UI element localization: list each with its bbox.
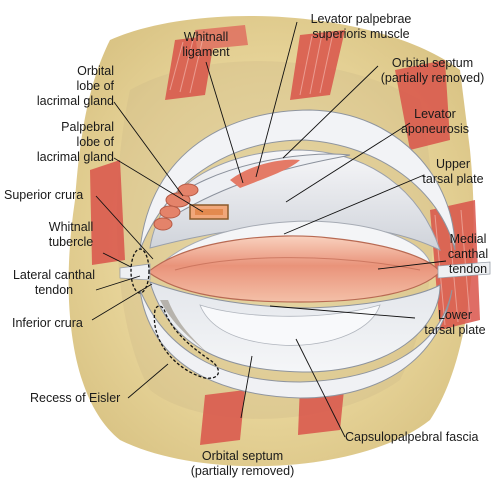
label-orbital-lobe-line1: Orbital bbox=[77, 64, 114, 78]
label-orbital-lobe-line2: lobe of bbox=[76, 79, 114, 93]
label-orbital-septum-lower: Orbital septum (partially removed) bbox=[175, 449, 310, 479]
label-levator-aponeurosis-line1: Levator bbox=[414, 107, 456, 121]
medial-canthal-tendon-shape bbox=[437, 261, 491, 279]
label-upper-tarsal-plate-line2: tarsal plate bbox=[422, 172, 484, 186]
levator-muscle-belly bbox=[230, 159, 300, 188]
label-superior-crura: Superior crura bbox=[4, 188, 83, 203]
label-whitnall-tubercle: Whitnall tubercle bbox=[36, 220, 106, 250]
label-lateral-canthal-tendon: Lateral canthal tendon bbox=[4, 268, 104, 298]
leader-lines bbox=[91, 21, 447, 438]
label-palpebral-lobe-lacrimal-gland: Palpebral lobe of lacrimal gland bbox=[10, 120, 114, 165]
label-medial-canthal-line2: canthal bbox=[447, 247, 489, 261]
label-upper-tarsal-plate-line1: Upper bbox=[435, 157, 471, 171]
label-palpebral-lobe-line1: Palpebral bbox=[61, 120, 114, 134]
label-lower-tarsal-plate-line2: tarsal plate bbox=[424, 323, 486, 337]
recess-of-eisler-outline bbox=[153, 305, 220, 379]
label-levator-muscle-line1: Levator palpebrae bbox=[310, 12, 412, 26]
label-medial-canthal-line1: Medial bbox=[449, 232, 487, 246]
label-levator-aponeurosis-line2: aponeurosis bbox=[400, 122, 470, 136]
lacrimal-gland bbox=[153, 183, 229, 231]
lower-tarsal-plate-shape bbox=[199, 304, 381, 346]
label-medial-canthal-tendon: Medial canthal tendon bbox=[438, 232, 498, 277]
label-capsulopalpebral-fascia-text: Capsulopalpebral fascia bbox=[345, 430, 479, 444]
label-recess-of-eisler: Recess of Eisler bbox=[30, 391, 120, 406]
label-orbital-lobe-lacrimal-gland: Orbital lobe of lacrimal gland bbox=[20, 64, 114, 109]
label-whitnall-tubercle-line2: tubercle bbox=[48, 235, 94, 249]
label-palpebral-lobe-line2: lobe of bbox=[76, 135, 114, 149]
label-levator-aponeurosis: Levator aponeurosis bbox=[395, 107, 475, 137]
label-medial-canthal-line3: tendon bbox=[448, 262, 488, 276]
label-lateral-canthal-line1: Lateral canthal bbox=[12, 268, 95, 282]
label-lower-tarsal-plate-line1: Lower bbox=[437, 308, 473, 322]
lateral-canthal-tendon-shape bbox=[119, 263, 151, 281]
label-lateral-canthal-line2: tendon bbox=[34, 283, 74, 297]
label-orbital-septum-upper: Orbital septum (partially removed) bbox=[370, 56, 495, 86]
label-upper-tarsal-plate: Upper tarsal plate bbox=[410, 157, 496, 187]
label-orbital-septum-upper-line1: Orbital septum bbox=[391, 56, 474, 70]
label-orbital-septum-lower-line2: (partially removed) bbox=[190, 464, 295, 478]
label-lower-tarsal-plate: Lower tarsal plate bbox=[412, 308, 498, 338]
label-recess-of-eisler-text: Recess of Eisler bbox=[30, 391, 121, 405]
label-whitnall-ligament-line2: ligament bbox=[182, 45, 230, 59]
label-orbital-lobe-line3: lacrimal gland bbox=[36, 94, 114, 108]
label-capsulopalpebral-fascia: Capsulopalpebral fascia bbox=[345, 430, 478, 445]
label-inferior-crura: Inferior crura bbox=[12, 316, 83, 331]
label-whitnall-ligament-line1: Whitnall bbox=[183, 30, 229, 44]
label-inferior-crura-text: Inferior crura bbox=[12, 316, 83, 330]
label-superior-crura-text: Superior crura bbox=[4, 188, 84, 202]
label-levator-muscle-line2: superioris muscle bbox=[312, 27, 410, 41]
whitnall-tubercle-outline bbox=[130, 248, 150, 294]
label-orbital-septum-lower-line1: Orbital septum bbox=[201, 449, 284, 463]
label-levator-palpebrae-superioris-muscle: Levator palpebrae superioris muscle bbox=[296, 12, 426, 42]
orbital-septum-lower bbox=[139, 289, 453, 399]
label-palpebral-lobe-line3: lacrimal gland bbox=[36, 150, 114, 164]
label-whitnall-tubercle-line1: Whitnall bbox=[48, 220, 94, 234]
label-whitnall-ligament: Whitnall ligament bbox=[156, 30, 256, 60]
label-orbital-septum-upper-line2: (partially removed) bbox=[380, 71, 485, 85]
